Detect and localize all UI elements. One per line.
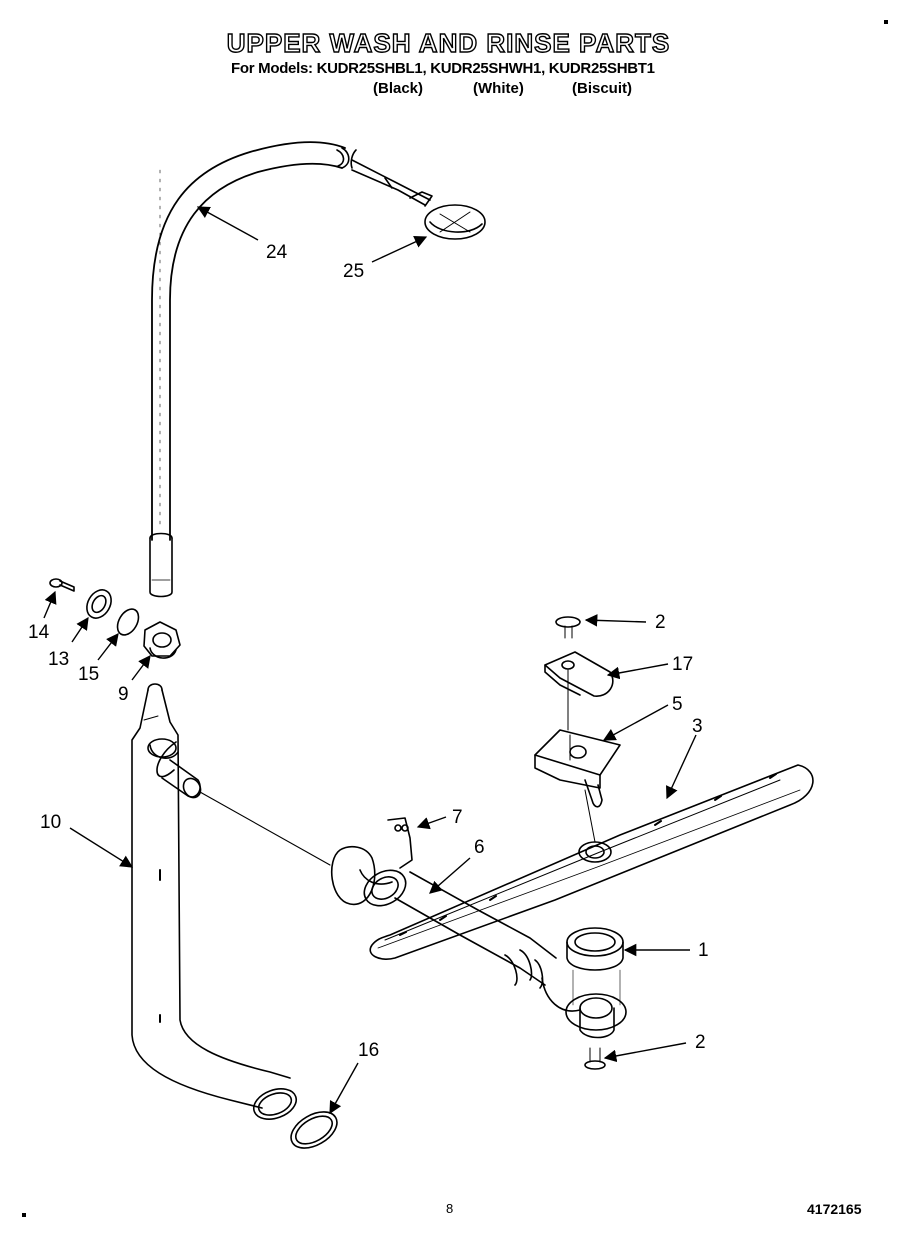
page-title: UPPER WASH AND RINSE PARTS	[226, 27, 671, 58]
callout-10: 10	[40, 812, 61, 833]
callout-15: 15	[78, 664, 99, 685]
part-25-spray-head	[350, 149, 486, 240]
variant-white: (White)	[473, 80, 524, 97]
document-number: 4172165	[807, 1201, 862, 1217]
part-3-spray-arm	[369, 764, 814, 1006]
callout-2-top: 2	[655, 612, 666, 633]
part-5-bracket	[534, 729, 621, 843]
part-16-o-ring	[290, 1111, 338, 1149]
callout-16: 16	[358, 1040, 379, 1061]
callout-6: 6	[474, 837, 485, 858]
callout-17: 17	[672, 654, 693, 675]
part-1-bearing-ring	[566, 927, 624, 971]
page-number: 8	[446, 1201, 454, 1216]
callout-25: 25	[343, 261, 364, 282]
callout-9: 9	[118, 684, 129, 705]
part-2-screw-bottom	[565, 993, 627, 1070]
callout-3: 3	[692, 716, 703, 737]
callout-24: 24	[266, 242, 288, 263]
part-7-clip	[331, 817, 413, 905]
part-10-feed-tube	[131, 683, 298, 1120]
callout-7: 7	[452, 807, 463, 828]
part-14-screw	[49, 578, 75, 592]
part-13-cap	[86, 589, 112, 619]
part-6-manifold	[359, 869, 581, 1012]
corner-mark	[22, 1213, 26, 1217]
part-9-nut	[143, 621, 181, 659]
callout-1: 1	[698, 940, 709, 961]
callout-14: 14	[28, 622, 50, 643]
callout-5: 5	[672, 694, 683, 715]
variant-biscuit: (Biscuit)	[572, 80, 632, 97]
callout-13: 13	[48, 649, 69, 670]
corner-mark	[884, 20, 888, 24]
callout-2-bottom: 2	[695, 1032, 706, 1053]
variant-black: (Black)	[373, 80, 424, 97]
part-17-clip	[544, 651, 614, 731]
models-line: For Models: KUDR25SHBL1, KUDR25SHWH1, KU…	[231, 60, 655, 77]
part-15-seal	[116, 608, 140, 636]
part-24-spray-tube	[149, 141, 350, 598]
part-2-screw-top	[555, 616, 581, 639]
